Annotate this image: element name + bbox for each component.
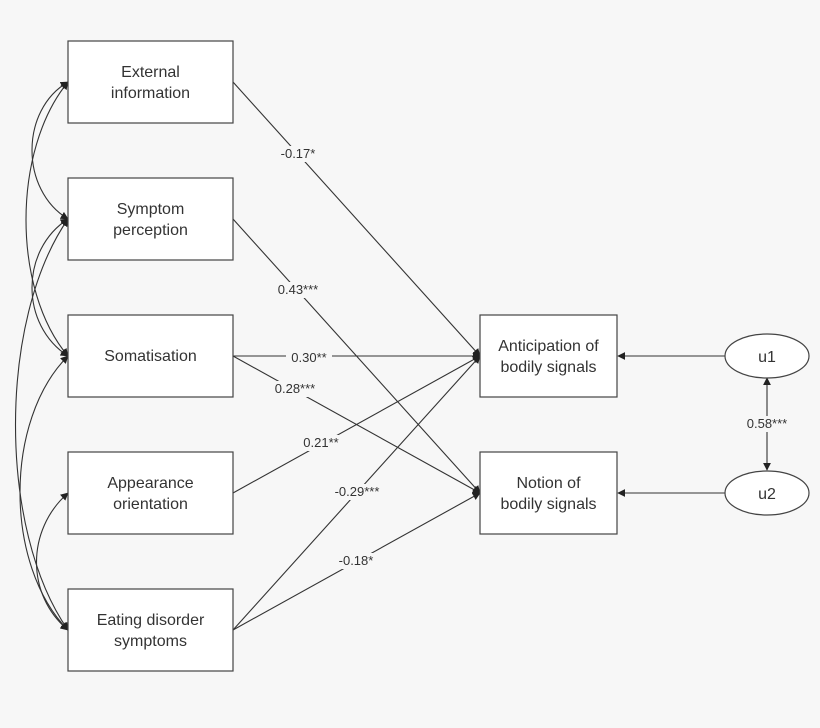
svg-text:symptoms: symptoms [114,633,187,650]
svg-text:Anticipation of: Anticipation of [498,338,599,355]
svg-text:bodily signals: bodily signals [500,496,596,513]
svg-text:Somatisation: Somatisation [104,348,197,365]
node-u1: u1 [724,333,810,379]
svg-text:Appearance: Appearance [107,475,193,492]
svg-text:Symptom: Symptom [117,201,185,218]
label-u1-u2: 0.58*** [747,416,787,431]
node-external-information: External information [67,40,234,124]
label-somatisation-anticipation: 0.30** [291,350,326,365]
path-appearance-anticipation [232,355,481,494]
svg-text:orientation: orientation [113,496,188,513]
node-symptom-perception: Symptom perception [67,177,234,261]
covariance-curves [14,81,69,631]
svg-text:u2: u2 [758,486,776,503]
path-labels: -0.17* 0.43*** 0.30** 0.28*** 0.21** -0.… [268,146,794,569]
node-notion-of-bodily-signals: Notion of bodily signals [479,451,618,535]
cov-symptom-eating [14,218,69,631]
node-somatisation: Somatisation [67,314,234,398]
svg-text:perception: perception [113,222,188,239]
cov-appearance-eating [35,492,69,631]
svg-text:bodily signals: bodily signals [500,359,596,376]
svg-text:u1: u1 [758,349,776,366]
cov-somatisation-eating [19,355,69,631]
label-external-anticipation: -0.17* [281,146,316,161]
svg-text:External: External [121,64,180,81]
svg-text:Eating disorder: Eating disorder [97,612,205,629]
svg-text:Notion of: Notion of [516,475,581,492]
label-symptom-notion: 0.43*** [278,282,318,297]
label-eating-notion: -0.18* [339,553,374,568]
node-eating-disorder-symptoms: Eating disorder symptoms [67,588,234,672]
node-anticipation-of-bodily-signals: Anticipation of bodily signals [479,314,618,398]
node-u2: u2 [724,470,810,516]
node-appearance-orientation: Appearance orientation [67,451,234,535]
path-external-anticipation [232,81,481,357]
label-appearance-anticipation: 0.21** [303,435,338,450]
label-eating-anticipation: -0.29*** [335,484,380,499]
cov-external-symptom [31,81,69,220]
cov-symptom-somatisation [31,218,69,357]
cov-external-somatisation [25,81,69,357]
label-somatisation-notion: 0.28*** [275,381,315,396]
svg-text:information: information [111,85,190,102]
